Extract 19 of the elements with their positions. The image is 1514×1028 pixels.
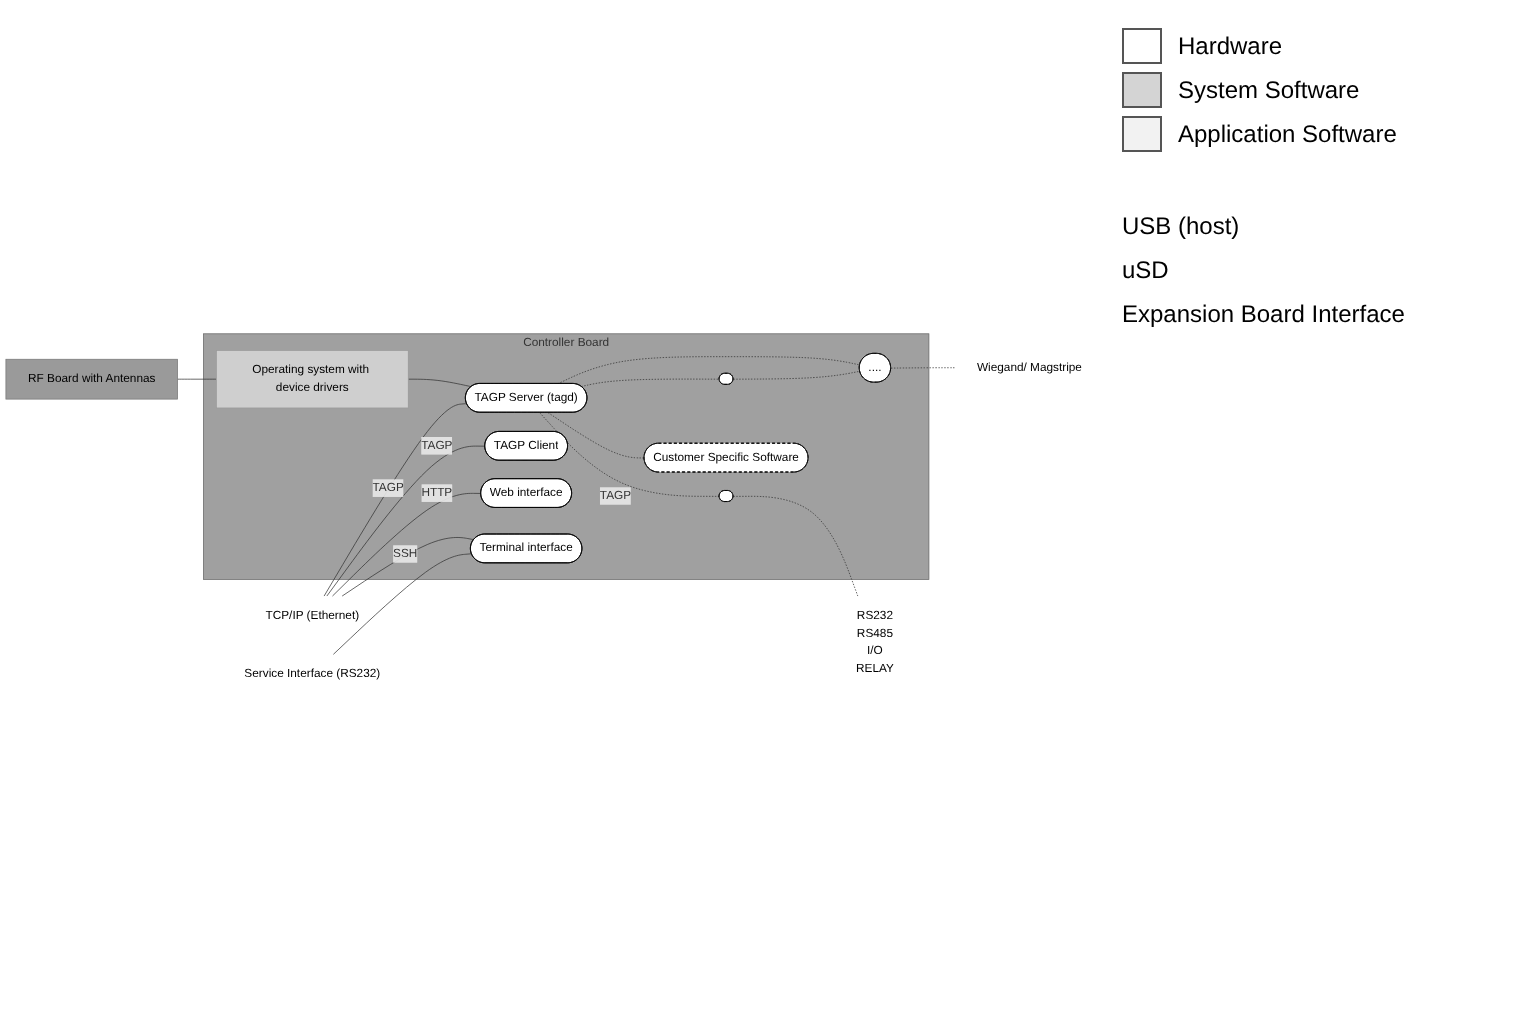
connector xyxy=(407,378,472,388)
connector xyxy=(341,537,475,597)
connector xyxy=(732,370,861,380)
connector xyxy=(547,412,645,459)
connector xyxy=(323,403,468,597)
connector xyxy=(539,412,720,497)
connector xyxy=(332,493,482,597)
interface-label: Expansion Board Interface xyxy=(1122,300,1407,328)
connector xyxy=(177,378,217,380)
connector xyxy=(580,378,720,387)
connector xyxy=(890,367,956,369)
interface-label: USB (host) xyxy=(1122,212,1242,240)
interface-label: uSD xyxy=(1122,256,1171,284)
legend-label: Application Software xyxy=(1178,120,1397,148)
legend-label: Hardware xyxy=(1178,32,1283,60)
connector xyxy=(333,553,473,655)
connector xyxy=(326,445,486,597)
legend-label: System Software xyxy=(1178,76,1360,104)
connector xyxy=(557,356,861,385)
